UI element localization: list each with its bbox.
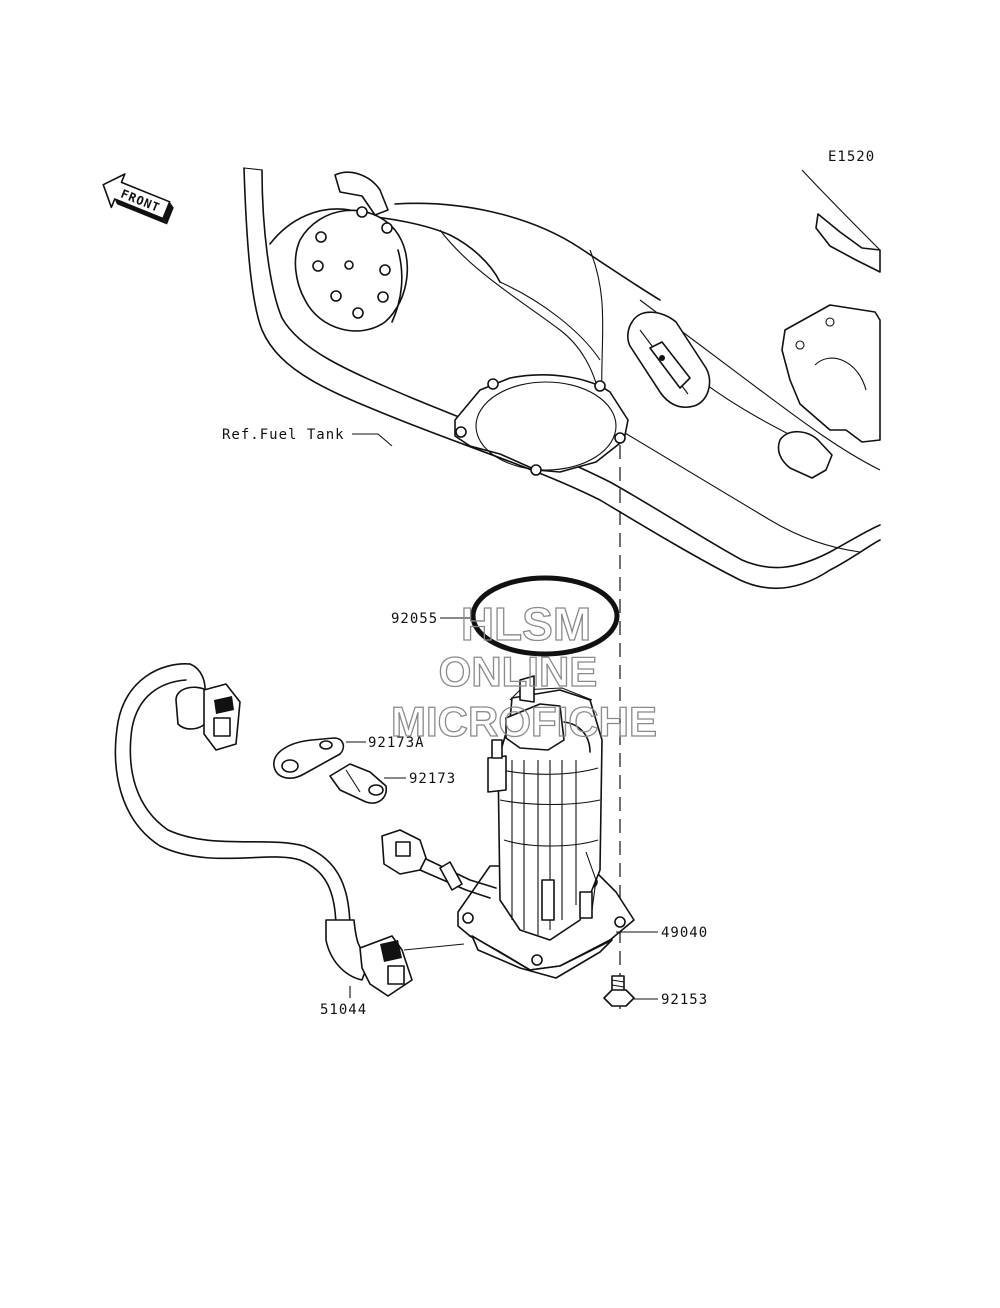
callout-clamp-a: 92173A [368, 735, 425, 751]
watermark: HLSM ONLINE MICROFICHE [390, 597, 657, 745]
watermark-line-1: HLSM [461, 598, 591, 650]
callout-o-ring: 92055 [391, 611, 438, 627]
callout-hose: 51044 [320, 1002, 367, 1018]
reference-label: Ref.Fuel Tank [222, 427, 345, 443]
o-ring-part [470, 575, 620, 657]
bolt-part [603, 975, 635, 1007]
tank-pump-opening [454, 374, 629, 476]
tank-side-bracket [777, 213, 881, 479]
fuel-pump-assembly [419, 675, 635, 979]
reference-leader-line [352, 433, 393, 447]
watermark-line-3: MICROFICHE [391, 698, 657, 745]
clamp-part [329, 763, 388, 804]
tank-bracket [627, 311, 711, 408]
electrical-connector [381, 829, 427, 875]
diagram-code: E1520 [828, 149, 875, 165]
callout-clamp: 92173 [409, 771, 456, 787]
clamp-a-part [273, 737, 345, 779]
fuel-hose-part [114, 663, 465, 997]
filler-cap-plate [294, 171, 409, 332]
callout-fuel-pump: 49040 [661, 925, 708, 941]
callout-bolt: 92153 [661, 992, 708, 1008]
watermark-line-2: ONLINE [439, 648, 598, 695]
front-arrow-icon: FRONT [102, 173, 174, 225]
fuel-tank-outline [243, 167, 881, 590]
